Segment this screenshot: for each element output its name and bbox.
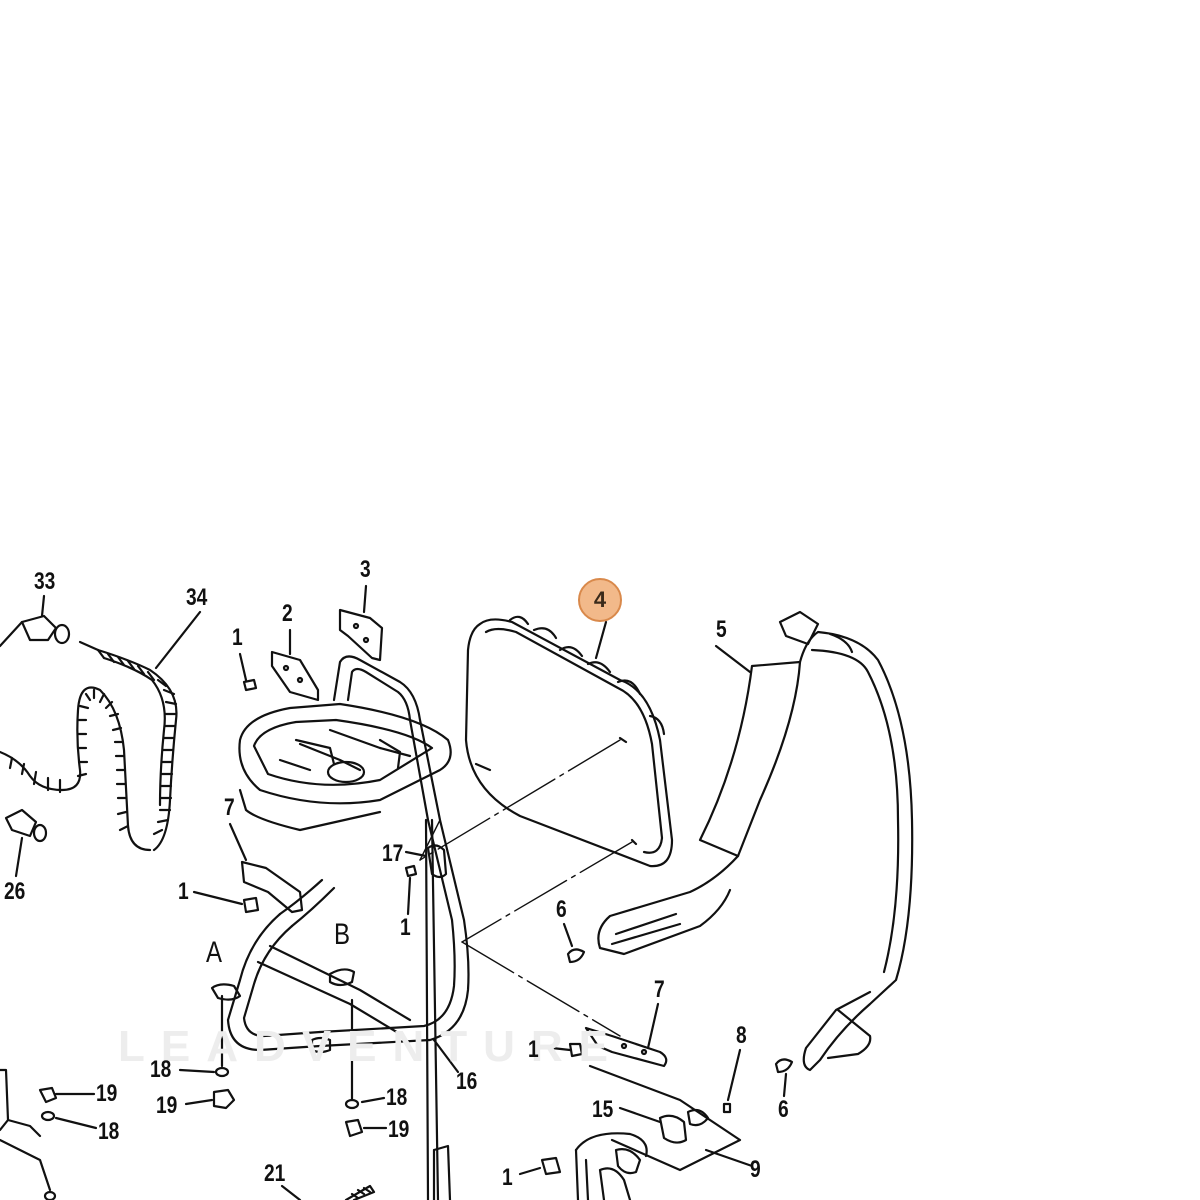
label-A[interactable]: A: [206, 936, 223, 969]
part-2-bracket: [270, 628, 320, 702]
part-26-fitting: [4, 808, 48, 878]
label-34[interactable]: 34: [186, 584, 208, 611]
part-7-bracket-right: [584, 1002, 668, 1068]
label-6-right[interactable]: 6: [778, 1096, 789, 1123]
part-6-clip-right: [774, 1058, 794, 1098]
part-5-seat-belt: [597, 610, 914, 1072]
label-7-right[interactable]: 7: [654, 976, 665, 1003]
label-19-left[interactable]: 19: [156, 1092, 178, 1119]
label-5[interactable]: 5: [716, 616, 727, 643]
label-6-left[interactable]: 6: [556, 896, 567, 923]
part-21-stud: [280, 1184, 376, 1200]
label-9[interactable]: 9: [750, 1156, 761, 1183]
label-1-left[interactable]: 1: [178, 878, 189, 905]
label-16[interactable]: 16: [456, 1068, 478, 1095]
part-34-coiled-hose: [0, 610, 202, 852]
label-8[interactable]: 8: [736, 1022, 747, 1049]
label-17[interactable]: 17: [382, 840, 404, 867]
label-B[interactable]: B: [334, 918, 351, 951]
label-21[interactable]: 21: [264, 1160, 286, 1187]
part-4-seat-cushion: [464, 615, 674, 868]
label-18-left[interactable]: 18: [150, 1056, 172, 1083]
label-19-middle[interactable]: 19: [388, 1116, 410, 1143]
label-2[interactable]: 2: [282, 600, 293, 627]
part-33-elbow-fitting: [0, 594, 71, 648]
projection-lines: [419, 739, 633, 1037]
label-1-middle[interactable]: 1: [400, 914, 411, 941]
label-15[interactable]: 15: [592, 1096, 614, 1123]
label-18-middle[interactable]: 18: [386, 1084, 408, 1111]
part-7-bracket-left: [228, 822, 304, 914]
part-18-19-hardware: [0, 994, 388, 1200]
part-16-seat-frame: [210, 655, 470, 1074]
vertical-rod: [424, 818, 452, 1200]
wire-harness: [574, 1132, 648, 1200]
part-8-pin: [722, 1048, 742, 1114]
part-1-bolt-lower: [518, 1156, 562, 1176]
part-1-bolt-right: [550, 1042, 584, 1058]
label-19-far-left[interactable]: 19: [96, 1080, 118, 1107]
label-33[interactable]: 33: [34, 568, 56, 595]
label-1-right[interactable]: 1: [528, 1036, 539, 1063]
watermark: LEADVENTURE: [118, 1022, 625, 1071]
label-1-upper[interactable]: 1: [232, 624, 243, 651]
part-1-bolt-upper: [238, 652, 258, 692]
part-6-clip-left: [562, 922, 586, 964]
label-1-lower[interactable]: 1: [502, 1164, 513, 1191]
label-18-far-left[interactable]: 18: [98, 1118, 120, 1145]
part-3-bracket: [338, 584, 384, 662]
label-3[interactable]: 3: [360, 556, 371, 583]
label-26[interactable]: 26: [4, 878, 26, 905]
part-1-bolt-middle: [404, 864, 418, 916]
highlight-callout-4[interactable]: 4: [578, 578, 622, 622]
label-7-left[interactable]: 7: [224, 794, 235, 821]
part-1-bolt-left: [192, 890, 260, 914]
part-9-seat-switch: [588, 1064, 754, 1172]
